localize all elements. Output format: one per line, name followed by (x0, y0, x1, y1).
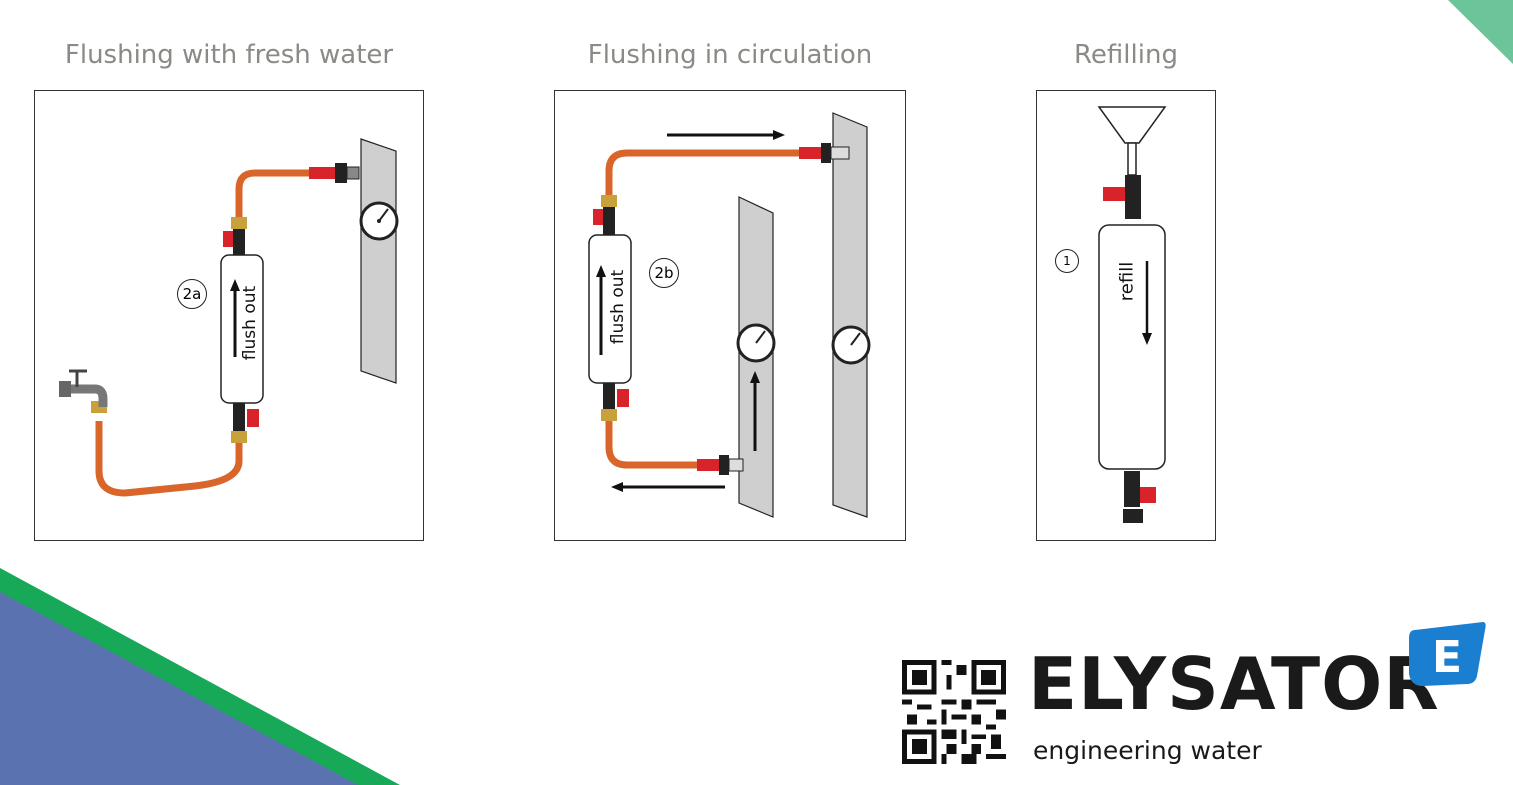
arrow-label-flush-out-circulation: flush out (608, 269, 628, 345)
pressure-gauge-icon (359, 201, 399, 241)
arrow-label-refill: refill (1116, 261, 1138, 302)
pressure-gauge-icon (736, 323, 871, 365)
brand-name: ELYSATOR (1028, 642, 1440, 726)
qr-code-icon (902, 660, 1006, 764)
panel-circulation: 2b flush out (554, 90, 906, 541)
badge-1: 1 (1055, 249, 1079, 273)
elysator-logo-icon: E (1409, 622, 1486, 686)
panel-refilling: 1 refill (1036, 90, 1216, 541)
badge-2a: 2a (177, 279, 207, 309)
panel-title-fresh-water: Flushing with fresh water (64, 40, 394, 70)
tap-icon (59, 369, 108, 407)
panel-fresh-water: 2a flush out (34, 90, 424, 541)
logo-letter: E (1432, 632, 1462, 683)
arrow-label-flush-out: flush out (240, 285, 260, 361)
funnel-icon (1097, 106, 1167, 176)
badge-2b: 2b (649, 258, 679, 288)
panel-title-circulation: Flushing in circulation (587, 40, 873, 70)
return-pipe (832, 112, 868, 518)
wall-pipe (360, 138, 397, 384)
panel-title-refilling: Refilling (1074, 40, 1178, 70)
brand-tagline: engineering water (1033, 736, 1262, 765)
